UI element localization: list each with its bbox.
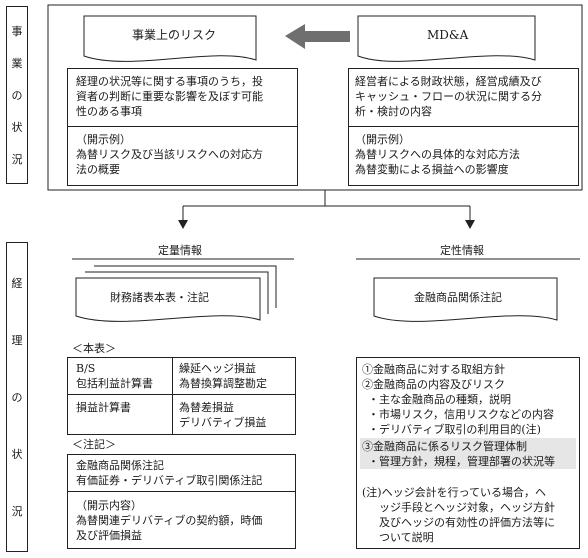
risk-example-box: （開示例） 為替リスク及び当該リスクへの対応方 法の概要 (67, 126, 298, 186)
financial-instruments-title: 金融商品関係注記 (414, 291, 502, 304)
mda-description-box: 経営者による財政状態，経営成績及び キャッシュ・フローの状況に関する分 析・検討… (348, 68, 579, 127)
list-item: ・主な金融商品の種類，説明 (368, 393, 511, 406)
list-item: ③金融商品に係るリスク管理体制 (362, 440, 527, 453)
honpyo-label: ＜本表＞ (72, 342, 116, 355)
table-row: B/S (76, 362, 96, 375)
qualitative-header: 定性情報 (440, 244, 484, 257)
qualitative-info-box: ①金融商品に対する取組方針 ②金融商品の内容及びリスク ・主な金融商品の種類，説… (356, 357, 580, 549)
notes-content-box: （開示内容） 為替関連デリバティブの契約額，時価 及び評価損益 (67, 491, 296, 549)
list-item: 金融商品関係注記 (76, 459, 164, 472)
chuki-label: ＜注記＞ (72, 438, 116, 451)
financial-instruments-document-shape (373, 277, 558, 322)
mda-example-box: （開示例） 為替リスクへの具体的な対応方法 為替変動による損益への影響度 (348, 126, 579, 186)
qualitative-note: (注)ヘッジ会計を行っている場合，ヘ (362, 486, 547, 499)
risk-document-shape (83, 15, 257, 62)
side-label-accounting: 経 理 の 状 況 (6, 242, 28, 552)
risk-document-title: 事業上のリスク (132, 28, 217, 42)
financial-statements-title: 財務諸表本表・注記 (110, 291, 209, 304)
quantitative-header: 定量情報 (158, 244, 202, 257)
statement-table: B/S 包括利益計算書 繰延ヘッジ損益 為替換算調整勘定 損益計算書 為替差損益… (67, 357, 296, 435)
financial-statements-document-shape (75, 277, 261, 322)
down-arrow-left-icon (178, 220, 188, 229)
table-row: 損益計算書 (76, 401, 131, 414)
list-item: ①金融商品に対する取組方針 (362, 363, 505, 376)
notes-items-box: 金融商品関係注記 有価証券・デリバティブ取引関係注記 (67, 454, 296, 492)
list-item: ②金融商品の内容及びリスク (362, 378, 505, 391)
mda-document-shape (357, 15, 536, 62)
list-item: ・管理方針，規程，管理部署の状況等 (368, 455, 555, 468)
side-label-business: 事 業 の 状 況 (6, 6, 28, 184)
list-item: ・市場リスク，信用リスクなどの内容 (368, 408, 555, 421)
risk-description-box: 経理の状況等に関する事項のうち，投 資者の判断に重要な影響を及ぼす可能 性のある… (67, 68, 298, 127)
list-item: 有価証券・デリバティブ取引関係注記 (76, 474, 263, 487)
list-item: ・デリバティブ取引の利用目的(注) (368, 423, 541, 436)
left-arrow-icon (285, 24, 350, 49)
risk-management-highlight (360, 438, 576, 469)
down-arrow-right-icon (465, 220, 475, 229)
mda-document-title: MD&A (427, 28, 469, 42)
